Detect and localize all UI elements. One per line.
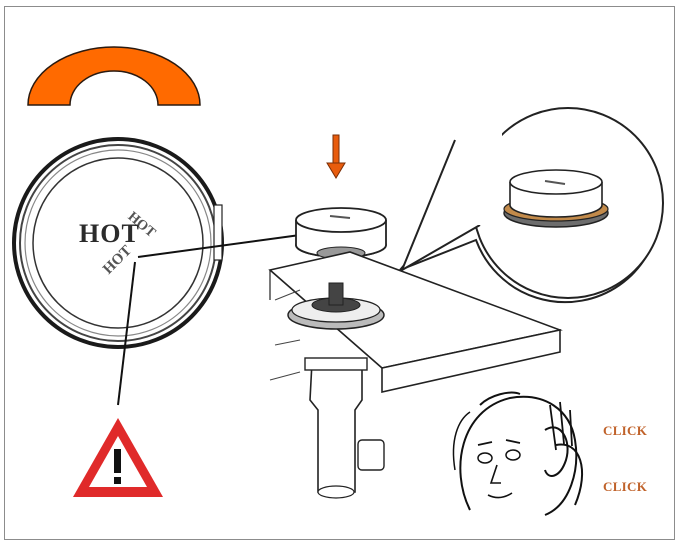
click-label-2: CLICK [603,479,647,495]
zoom-bubble [400,108,663,302]
click-label-1: CLICK [603,423,647,439]
hot-label: HOT [79,219,140,249]
listening-man-icon [446,392,606,520]
handle-arc-icon [28,47,200,105]
cap-small [296,208,386,259]
warning-triangle-icon [73,418,163,497]
down-arrow-icon [327,135,345,178]
